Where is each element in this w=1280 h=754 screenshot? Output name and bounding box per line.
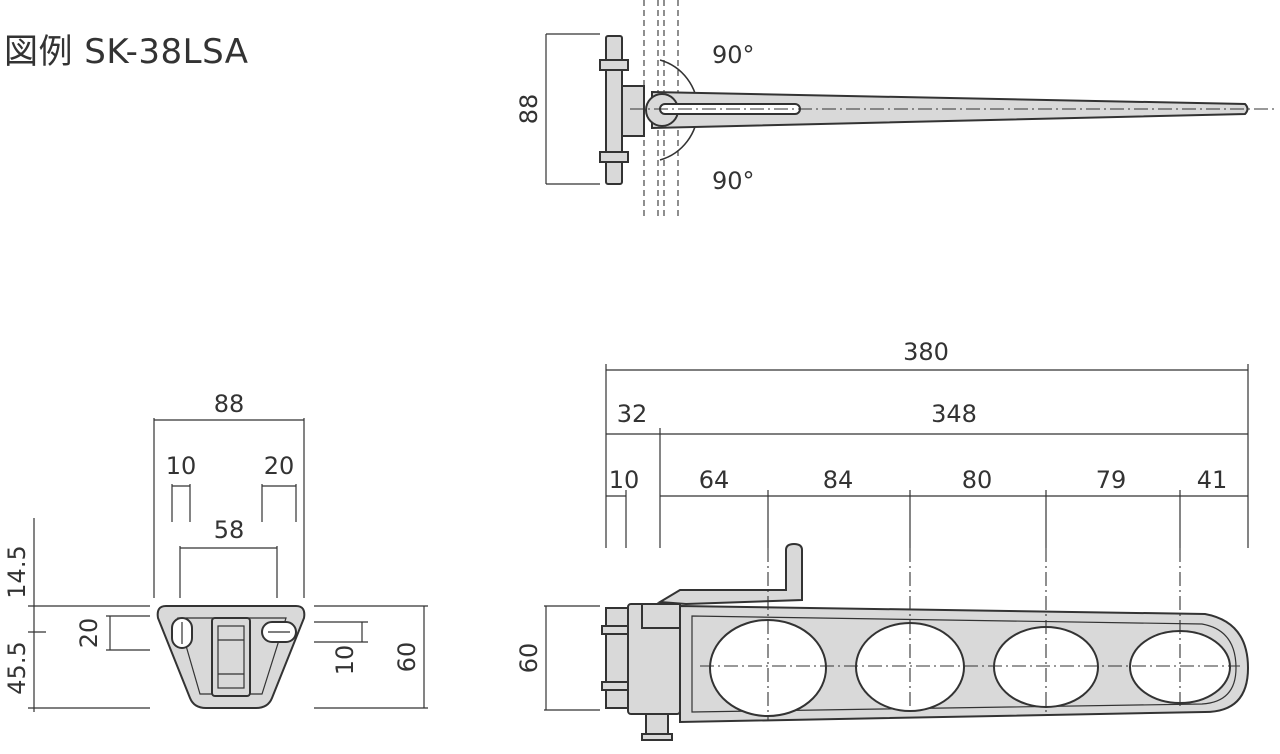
front-width-dim: 88 — [214, 390, 245, 418]
bolt-head — [641, 733, 673, 741]
angle-upper: 90° — [712, 41, 755, 69]
hinge-cap — [641, 603, 681, 629]
front-hole-pitch: 58 — [214, 516, 245, 544]
front-hole-height-left: 20 — [75, 618, 103, 649]
side-bolt — [645, 713, 669, 735]
top-arm — [651, 90, 1249, 130]
side-seg-1: 64 — [699, 466, 730, 494]
top-height-dim: 88 — [515, 94, 543, 125]
front-height-upper: 14.5 — [3, 545, 31, 598]
side-view: 380 32 348 10 64 84 80 79 41 — [515, 338, 1250, 741]
top-plate-tab-lower — [599, 151, 629, 163]
side-total-length: 380 — [903, 338, 949, 366]
front-clip-inner — [217, 625, 245, 689]
front-clip — [211, 617, 251, 697]
side-flange-thickness: 10 — [609, 466, 640, 494]
side-arm-inner — [691, 615, 1237, 713]
top-hinge-block — [621, 85, 645, 137]
side-hook — [656, 542, 803, 606]
side-height-dim: 60 — [515, 643, 543, 674]
front-total-height: 60 — [393, 642, 421, 673]
side-base-length: 32 — [617, 400, 648, 428]
top-view: 88 90° 90° — [515, 0, 1276, 220]
side-seg-3: 80 — [962, 466, 993, 494]
side-flange — [605, 607, 629, 709]
front-hole-height-right: 10 — [331, 645, 359, 676]
front-view: 88 10 20 58 14.5 45.5 20 10 — [3, 390, 428, 712]
side-arm-length: 348 — [931, 400, 977, 428]
side-seg-2: 84 — [823, 466, 854, 494]
side-seg-5: 41 — [1197, 466, 1228, 494]
front-height-lower: 45.5 — [3, 641, 31, 694]
top-plate-tab-upper — [599, 59, 629, 71]
drawing-title: 図例 SK-38LSA — [4, 32, 249, 72]
angle-lower: 90° — [712, 167, 755, 195]
front-hole-offset-right: 20 — [264, 452, 295, 480]
side-seg-4: 79 — [1096, 466, 1127, 494]
front-hole-width-left: 10 — [166, 452, 197, 480]
